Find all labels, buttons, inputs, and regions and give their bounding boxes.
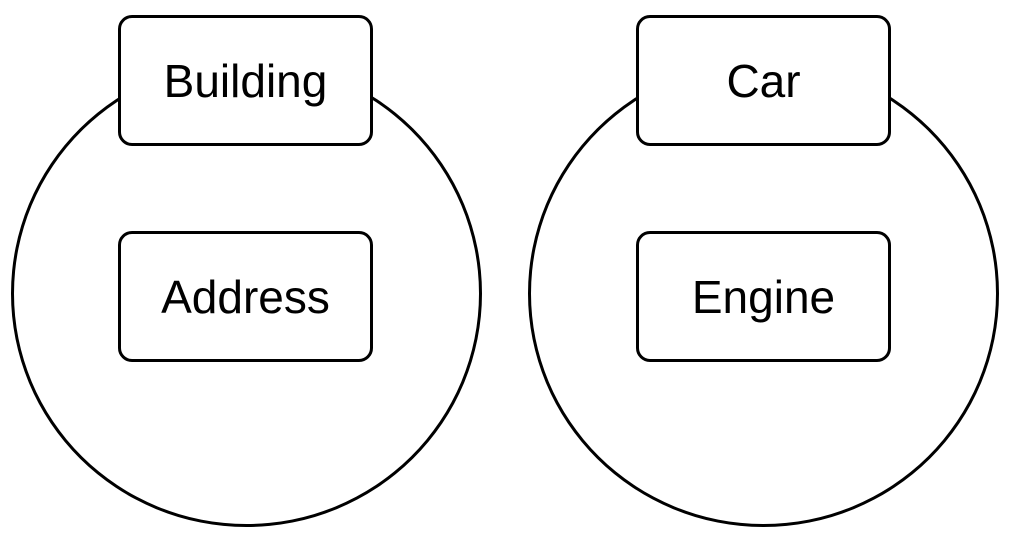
address-label: Address — [161, 270, 330, 323]
address-node: Address — [118, 231, 373, 362]
building-label: Building — [163, 54, 328, 107]
car-label: Car — [726, 54, 801, 107]
engine-node: Engine — [636, 231, 891, 362]
engine-label: Engine — [691, 270, 836, 323]
car-node: Car — [636, 15, 891, 146]
building-node: Building — [118, 15, 373, 146]
